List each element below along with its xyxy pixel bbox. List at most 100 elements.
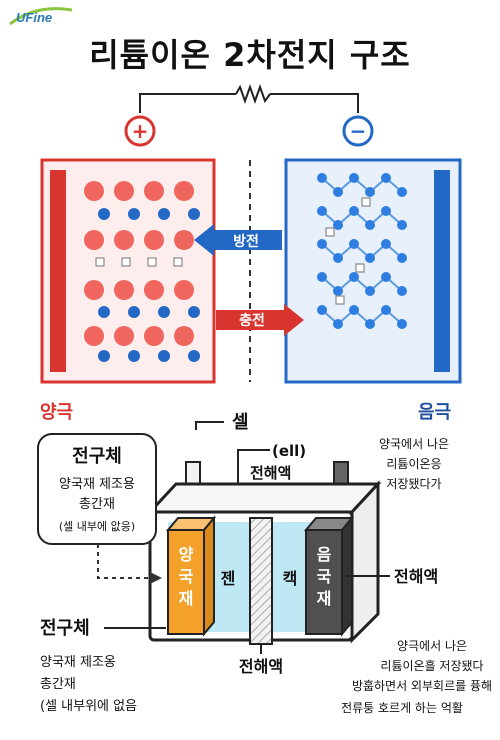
left-terminal-post (185, 461, 201, 485)
cathode-metal-oxide-particle (84, 280, 104, 300)
graphite-node (397, 319, 407, 329)
lithium-ion-particle (128, 306, 140, 318)
graphite-node (381, 173, 391, 183)
discharge-arrow: 방전 (194, 224, 282, 256)
positive-terminal-icon: + (124, 115, 156, 147)
cathode-metal-oxide-particle (84, 230, 104, 250)
lithium-ion-particle (128, 208, 140, 220)
vacancy-marker (121, 257, 131, 267)
ell-bracket (237, 449, 270, 486)
precursor-box-line2: 총간재 (79, 497, 115, 512)
lithium-ion-particle (98, 350, 110, 362)
precursor-left-title: 전구체 (40, 618, 90, 639)
cathode-metal-oxide-particle (114, 326, 134, 346)
cell-label: 셀 (232, 412, 249, 433)
electrolyte-top-label: 전해액 (250, 464, 291, 482)
external-wire (139, 93, 359, 113)
cathode-metal-oxide-particle (84, 326, 104, 346)
positive-electrode-label: 양극 (40, 402, 74, 423)
precursor-box-line3: (셀 내부에 앖응) (59, 520, 135, 533)
cathode-metal-oxide-particle (174, 280, 194, 300)
anode-note-top-line2: 리튬이온응 (386, 457, 441, 471)
lithium-ion-particle (98, 208, 110, 220)
graphite-node (349, 173, 359, 183)
graphite-node (317, 239, 327, 249)
precursor-left-line3: (셀 내부위에 없음 (40, 699, 137, 714)
graphite-node (365, 220, 375, 230)
lithium-ion-particle (128, 350, 140, 362)
graphite-node (365, 286, 375, 296)
ufine-logo: UFine (9, 7, 73, 26)
electrolyte-right-label: 전해액 (394, 567, 438, 586)
vacancy-marker (335, 295, 345, 305)
graphite-node (365, 319, 375, 329)
discharge-label: 방전 (233, 233, 259, 250)
page-title: 리튬이온 2차전지 구조 (89, 36, 411, 74)
graphite-node (397, 286, 407, 296)
vacancy-marker (355, 263, 365, 273)
cathode-metal-oxide-particle (114, 230, 134, 250)
graphite-node (317, 272, 327, 282)
vacancy-marker (173, 257, 183, 267)
cathode-metal-oxide-particle (174, 326, 194, 346)
positive-symbol: + (132, 119, 149, 143)
ell-label: (ell) (272, 442, 306, 460)
anode-note-bottom-line3: 방훕하면서 외부회르를 퓽해 (352, 679, 492, 693)
casing-top (146, 482, 382, 514)
lithium-ion-particle (158, 306, 170, 318)
vacancy-marker (361, 197, 371, 207)
vacancy-marker (147, 257, 157, 267)
dashed-arrow-head-icon (150, 572, 162, 584)
graphite-node (381, 305, 391, 315)
graphite-node (365, 253, 375, 263)
cathode-plate (165, 515, 217, 637)
charge-label: 충전 (239, 312, 265, 329)
logo-text: UFine (16, 10, 52, 25)
cathode-metal-oxide-particle (144, 230, 164, 250)
graphite-node (349, 206, 359, 216)
cathode-metal-oxide-particle (84, 181, 104, 201)
precursor-box-line1: 양국재 제조용 (59, 477, 135, 492)
lithium-ion-particle (158, 208, 170, 220)
graphite-node (397, 220, 407, 230)
cathode-metal-oxide-particle (174, 230, 194, 250)
gap-left-label: 젠 (221, 569, 236, 588)
precursor-left-line2: 총간재 (40, 677, 76, 692)
negative-symbol: − (350, 119, 367, 143)
lithium-ion-particle (158, 350, 170, 362)
graphite-node (397, 187, 407, 197)
electrode-diagram: + − 방전 충전 (40, 84, 462, 384)
negative-electrode-box (284, 158, 462, 384)
negative-electrode-label: 음극 (418, 402, 452, 423)
precursor-box-title: 전구체 (72, 446, 122, 467)
graphite-node (333, 253, 343, 263)
cell-label-bracket (195, 421, 224, 430)
graphite-node (349, 305, 359, 315)
anode-note-bottom-line1: 양극에서 나은 (397, 639, 467, 653)
graphite-node (317, 173, 327, 183)
graphite-node (381, 272, 391, 282)
lithium-ion-particle (188, 208, 200, 220)
graphite-node (349, 272, 359, 282)
anode-graphite-layers (317, 173, 407, 329)
anode-note-bottom-line2: 리튬이온흘 저장됐다 (380, 659, 483, 673)
graphite-node (381, 239, 391, 249)
graphite-node (317, 206, 327, 216)
negative-terminal-icon: − (342, 115, 374, 147)
cathode-particles (84, 181, 200, 362)
lithium-ion-particle (188, 350, 200, 362)
electrolyte-bottom-label: 전해액 (239, 657, 283, 676)
graphite-node (333, 319, 343, 329)
right-terminal-post (333, 461, 349, 485)
graphite-node (365, 187, 375, 197)
cathode-metal-oxide-particle (174, 181, 194, 201)
precursor-left-line1: 양국재 제조옹 (40, 655, 116, 670)
positive-current-collector (50, 170, 66, 372)
separator-plate (249, 517, 273, 645)
graphite-node (317, 305, 327, 315)
resistor-icon (235, 84, 271, 104)
graphite-node (333, 187, 343, 197)
